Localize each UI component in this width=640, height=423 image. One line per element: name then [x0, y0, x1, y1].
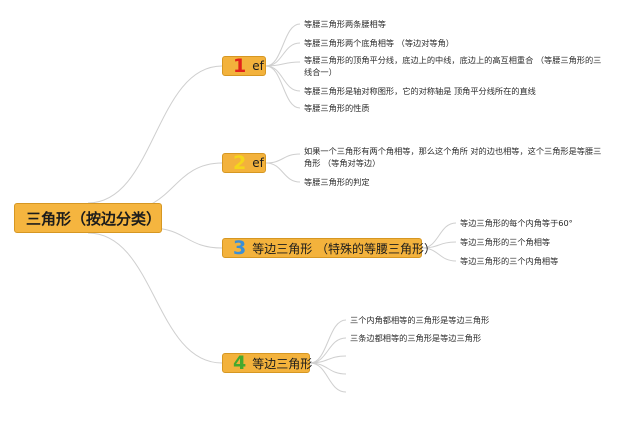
link-b4-leaf-2 [309, 337, 347, 364]
link-root-branch-1 [87, 65, 223, 204]
branch-number-3: 3 [233, 236, 247, 259]
branch-number-1: 1 [233, 54, 247, 77]
root-label: 三角形（按边分类） [26, 209, 162, 228]
link-b1-leaf-3 [265, 61, 301, 67]
leaf-3-2: 等边三角形的三个角相等 [460, 237, 551, 247]
branch-number-2: 2 [233, 151, 247, 174]
leaf-4-2: 三条边都相等的三角形是等边三角形 [350, 333, 482, 343]
link-root-branch-4 [87, 232, 223, 364]
link-b1-leaf-5 [265, 65, 301, 109]
link-b3-leaf-1 [421, 222, 457, 249]
leaf-3-1: 等边三角形的每个内角等于60° [460, 218, 573, 228]
branch-node-4[interactable]: 4 等边三角形 [222, 351, 313, 374]
leaf-1-5: 等腰三角形的性质 [304, 103, 370, 113]
link-b4-leaf-4 [309, 362, 347, 375]
leaf-2-2: 等腰三角形的判定 [304, 177, 370, 187]
leaf-1-2: 等腰三角形两个底角相等 （等边对等角） [304, 38, 454, 48]
branch-node-1[interactable]: 1 ef [222, 56, 266, 76]
leaf-2-1: 如果一个三角形有两个角相等，那么这个角所 对的边也相等，这个三角形是等腰三角形 … [304, 146, 602, 168]
branch-label-1: ef [252, 59, 264, 73]
leaf-4-1: 三个内角都相等的三角形是等边三角形 [350, 315, 490, 325]
branch-label-4: 等边三角形 [252, 356, 313, 371]
leaf-3-3: 等边三角形的三个内角相等 [460, 256, 559, 266]
leaf-1-3: 等腰三角形的顶角平分线，底边上的中线，底边上的高互相重合 （等腰三角形的三线合一… [304, 55, 602, 77]
leaf-1-4: 等腰三角形是轴对称图形，它的对称轴是 顶角平分线所在的直线 [304, 86, 536, 96]
root-node[interactable]: 三角形（按边分类） [14, 203, 162, 233]
branch-node-3[interactable]: 3 等边三角形 （特殊的等腰三角形） [222, 236, 436, 259]
link-b2-leaf-2 [265, 162, 301, 183]
link-b3-leaf-3 [421, 247, 457, 262]
branch-number-4: 4 [233, 351, 247, 374]
branch-node-2[interactable]: 2 ef [222, 153, 266, 173]
link-b2-leaf-1 [265, 153, 301, 164]
link-b1-leaf-1 [265, 23, 301, 67]
link-b4-leaf-5 [309, 362, 347, 393]
branch-label-3: 等边三角形 （特殊的等腰三角形） [252, 241, 437, 256]
link-b4-leaf-1 [309, 319, 347, 364]
leaf-1-1: 等腰三角形两条腰相等 [304, 19, 386, 29]
branch-label-2: ef [252, 156, 264, 170]
link-b1-leaf-2 [265, 42, 301, 67]
